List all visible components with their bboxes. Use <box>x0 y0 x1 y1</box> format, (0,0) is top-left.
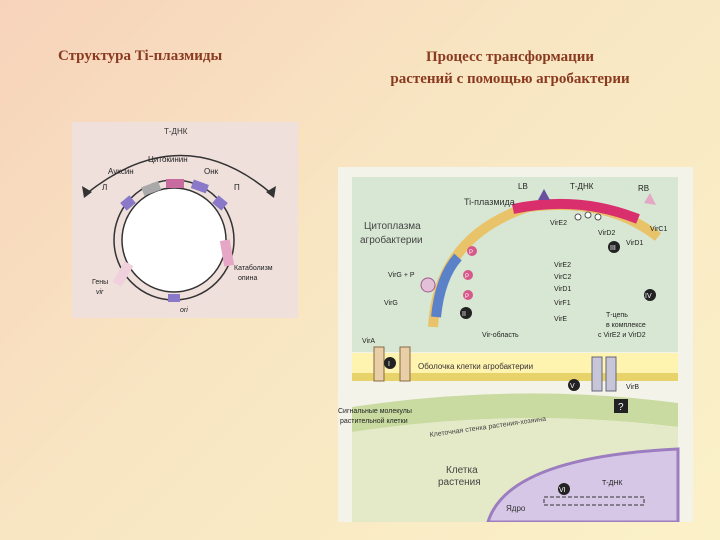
virE2-dot <box>594 213 602 221</box>
question-label: ? <box>618 402 624 413</box>
right-title-line1: Процесс трансформации <box>425 49 595 65</box>
tchain-label-3: с VirE2 и VirD2 <box>598 332 646 339</box>
virA-label: VirA <box>362 338 375 345</box>
stage-V-marker <box>568 379 580 391</box>
vir-region-segment <box>431 253 462 318</box>
signal-label-2: растительной клетки <box>340 417 408 425</box>
plasmid-map-diagram: Т-ДНК Цитокинин Ауксин Онк Л П Катаболиз… <box>72 122 298 318</box>
stage-V-label: V <box>570 383 575 390</box>
stage-IV-label: IV <box>645 293 652 300</box>
tdna-segment <box>511 198 640 224</box>
plant-cell-wall <box>352 393 678 432</box>
virE2-top-label: VirE2 <box>550 220 567 227</box>
r-label: П <box>234 183 240 192</box>
stage-IV-marker <box>644 289 656 301</box>
virE2-dot <box>584 211 592 219</box>
lb-marker <box>538 189 550 200</box>
vir-genes-label-1: Гены <box>92 279 108 286</box>
virC1-label: VirC1 <box>650 226 667 233</box>
right-title-line2: растений с помощью агробактерии <box>390 71 630 87</box>
left-title: Структура Ti-плазмиды <box>58 48 223 64</box>
ori-label: ori <box>180 307 188 314</box>
phosphate-marker-3 <box>463 290 473 300</box>
opine-label-1: Катаболизм <box>234 264 273 272</box>
ti-plasmid-structure-figure: Т-ДНК Цитокинин Ауксин Онк Л П Катаболиз… <box>72 122 298 318</box>
rb-label: RB <box>638 184 649 193</box>
stage-VI-marker <box>558 483 570 495</box>
auxin-segment <box>141 181 162 196</box>
plant-nucleus <box>485 447 680 524</box>
ori-segment <box>168 294 180 302</box>
right-title: Процесс трансформации растений с помощью… <box>330 46 690 90</box>
ti-plasmid-label: Ti-плазмида <box>464 197 515 207</box>
virE2-label: VirE2 <box>554 262 571 269</box>
rb-marker <box>644 193 656 205</box>
tdna-arrow-right <box>266 186 276 198</box>
question-marker <box>614 399 628 413</box>
dna-helix <box>543 496 645 506</box>
onc-label: Онк <box>204 167 219 176</box>
virG-label: VirG <box>384 300 398 307</box>
tdna-label: Т-ДНК <box>164 127 188 136</box>
envelope-label: Оболочка клетки агробактерии <box>418 362 533 371</box>
virD2-label: VirD2 <box>598 230 615 237</box>
auxin-label: Ауксин <box>108 167 134 176</box>
virB-label: VirB <box>626 384 639 391</box>
virB-channel-1 <box>591 356 603 392</box>
virE2-dot <box>574 213 582 221</box>
p-label-1: P <box>469 250 473 256</box>
plasmid-ring-inner <box>121 187 227 293</box>
tdna-bottom-label: Т-ДНК <box>602 480 623 487</box>
vir-genes-label-2: vir <box>96 289 104 296</box>
signal-label-1: Сигнальные молекулы <box>338 408 412 415</box>
cytokinin-segment <box>166 179 184 188</box>
stage-I-label: I <box>388 361 390 368</box>
stage-VI-label: VI <box>559 487 566 494</box>
lb-label: LB <box>518 182 528 191</box>
stage-III-marker <box>608 241 620 253</box>
virE-label: VirE <box>554 316 567 323</box>
onc-segment <box>190 179 209 194</box>
opine-catabolism-segment <box>219 239 235 267</box>
plant-cell-label-1: Клетка <box>446 465 478 476</box>
cytoplasm-label-1: Цитоплазма <box>364 221 421 232</box>
transformation-diagram: LB Т-ДНК RB Ti-плазмида Цитоплазма агроб… <box>338 167 693 524</box>
virG-protein <box>420 277 436 293</box>
cytokinin-label: Цитокинин <box>148 155 188 164</box>
opine-label-2: опина <box>238 275 257 282</box>
virA-receptor-2 <box>399 346 411 382</box>
stage-II-marker <box>460 307 472 319</box>
virB-channel-2 <box>605 356 617 392</box>
phosphate-marker-1 <box>467 246 477 256</box>
virA-receptor-1 <box>373 346 385 382</box>
virF1-label: VirF1 <box>554 300 571 307</box>
stage-I-marker <box>384 357 396 369</box>
virC2-label: VirC2 <box>554 274 571 281</box>
left-border-segment <box>120 195 136 211</box>
p-label-2: P <box>465 274 469 280</box>
tchain-label-2: в комплексе <box>606 322 646 329</box>
cytoplasm-label-2: агробактерии <box>360 234 423 246</box>
phosphate-marker-2 <box>463 270 473 280</box>
agrobacterium-transformation-figure: LB Т-ДНК RB Ti-плазмида Цитоплазма агроб… <box>338 167 693 524</box>
virG-plus-p-label: VirG + P <box>388 272 415 279</box>
plant-cell-label-2: растения <box>438 477 481 488</box>
tchain-label-1: Т-цепь <box>606 312 628 319</box>
l-label: Л <box>102 183 107 192</box>
vir-genes-segment <box>112 261 134 287</box>
tdna-top-label: Т-ДНК <box>570 182 594 191</box>
stage-II-label: II <box>462 311 466 318</box>
bacterial-envelope-edge <box>352 373 678 381</box>
vir-region-label: Vir-область <box>482 331 519 339</box>
stage-III-label: III <box>610 245 616 252</box>
right-border-segment <box>212 195 228 211</box>
virD1-label: VirD1 <box>626 240 643 247</box>
p-label-3: P <box>465 294 469 300</box>
nucleus-label: Ядро <box>506 504 526 513</box>
tdna-arc <box>85 154 273 195</box>
tdna-arrow-left <box>82 186 92 198</box>
virD1b-label: VirD1 <box>554 286 571 293</box>
